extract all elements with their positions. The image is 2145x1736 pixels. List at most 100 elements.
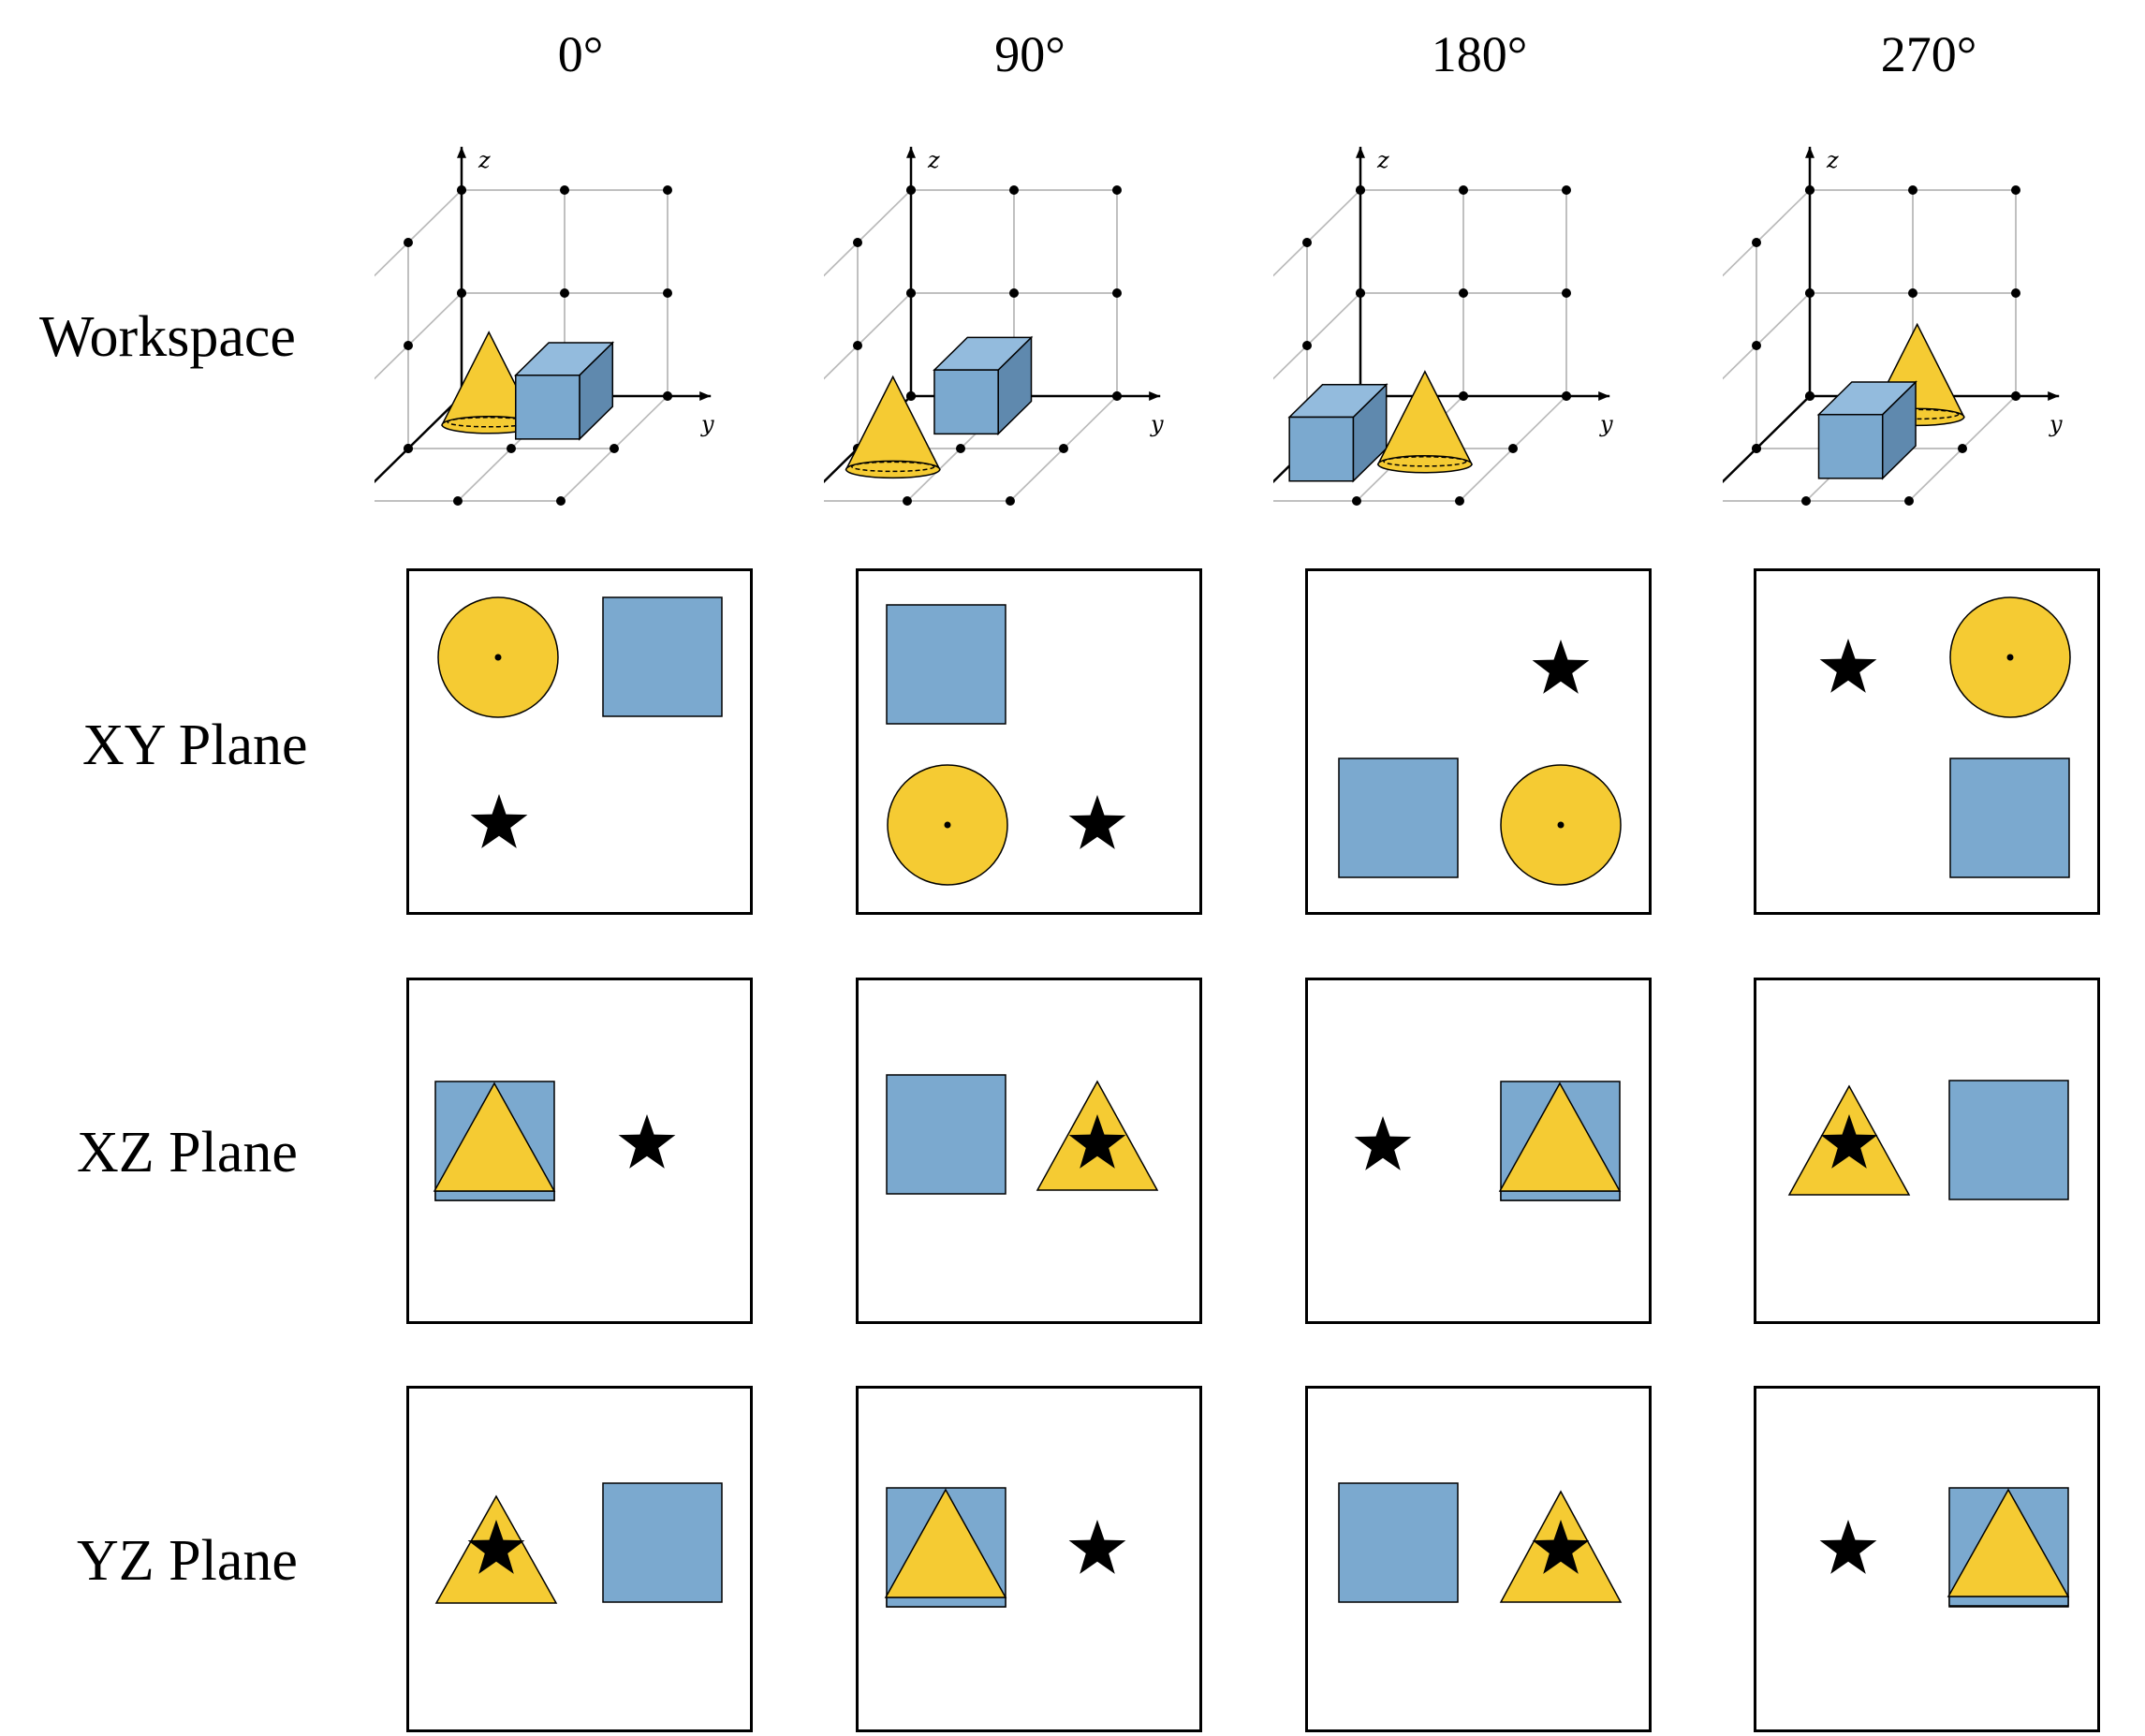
grid-dot [1459,391,1468,401]
star-shape [1819,639,1877,693]
grid-dot [1459,185,1468,195]
y-axis-arrowhead [1598,391,1610,401]
grid-dot [663,185,672,195]
grid-dot [1752,238,1761,247]
grid-dot [556,496,566,506]
xy-plane-panel-90 [856,568,1202,915]
grid-line [824,189,912,277]
z-axis-arrowhead [1356,146,1365,158]
star-shape [470,794,528,848]
grid-dot [906,288,916,298]
z-axis-arrowhead [457,146,466,158]
cube-square [886,604,1006,725]
xy-plane-view-270 [1819,596,2071,878]
column-header-0: 0° [557,26,604,82]
cone-triangle [884,1488,1007,1598]
cone-triangle [1947,1488,2070,1597]
workspace-diagram-90: xyz [824,146,1164,506]
grid-dot [1455,496,1464,506]
cone-apex-dot [1557,821,1565,829]
grid-line [1273,189,1361,277]
grid-dot [956,444,965,453]
grid-line [375,189,463,277]
cone-body [845,375,941,471]
cone-triangle [433,1081,556,1192]
xy-plane-view-90 [886,604,1126,886]
grid-dot [1562,391,1571,401]
row-label-xy-plane: XY Plane [82,714,308,777]
column-header-180: 180° [1431,26,1528,82]
grid-dot [1006,496,1015,506]
grid-dot [1752,341,1761,350]
yz-plane-view-180 [1338,1482,1623,1603]
xz-plane-panel-90 [856,978,1202,1324]
column-header-90: 90° [994,26,1065,82]
grid-dot [560,185,569,195]
grid-line [824,189,912,277]
star-shape [1068,795,1126,849]
cube-front-face [515,374,580,440]
star-shape [1532,640,1590,694]
grid-line [375,189,463,277]
grid-line [1723,189,1811,277]
grid-dot [404,238,413,247]
yz-plane-panel-0 [406,1386,753,1732]
grid-dot [457,288,466,298]
grid-line [375,189,463,277]
grid-dot [2011,185,2020,195]
grid-dot [853,238,862,247]
row-label-yz-plane: YZ Plane [77,1529,298,1593]
cone-triangle [1498,1081,1622,1192]
grid-dot [1562,185,1571,195]
star-shape [1819,1520,1877,1574]
grid-line [1723,189,1811,277]
y-axis-label: y [700,411,714,437]
xz-plane-view-270 [1787,1080,2069,1200]
y-axis-arrowhead [1149,391,1161,401]
star-shape [1532,1520,1590,1574]
cone-base [1377,455,1473,474]
z-axis-label: z [927,147,940,173]
xz-plane-panel-0 [406,978,753,1324]
grid-dot [903,496,912,506]
row-label-workspace: Workspace [39,305,296,369]
grid-line [1273,189,1361,277]
grid-dot [404,444,413,453]
y-axis-arrowhead [2048,391,2060,401]
yz-plane-view-90 [884,1487,1126,1608]
xz-plane-view-180 [1354,1081,1622,1201]
yz-plane-panel-90 [856,1386,1202,1732]
z-axis-arrowhead [1805,146,1814,158]
grid-dot [1352,496,1361,506]
grid-line [1723,189,1811,277]
yz-plane-panel-270 [1754,1386,2100,1732]
grid-dot [1752,444,1761,453]
row-label-xz-plane: XZ Plane [77,1121,298,1184]
cube-square [886,1074,1006,1195]
grid-dot [1059,444,1068,453]
grid-dot [507,444,516,453]
xz-plane-view-0 [433,1081,676,1201]
star-shape [467,1520,525,1574]
grid-dot [2011,391,2020,401]
grid-line [1273,292,1361,380]
z-axis-label: z [1376,147,1389,173]
cone-base [845,460,941,479]
grid-dot [1805,391,1814,401]
grid-dot [906,185,916,195]
z-axis-label: z [477,147,491,173]
cone-apex-dot [2006,654,2014,661]
grid-dot [560,288,569,298]
cube-square-base [1948,1596,2069,1607]
grid-line [824,292,912,380]
cube-square [1338,758,1459,878]
grid-line [375,292,463,380]
cone-apex-dot [944,821,951,829]
cube-square [1338,1482,1459,1603]
grid-dot [906,391,916,401]
grid-line [1273,292,1361,380]
xy-plane-view-180 [1338,640,1622,886]
grid-line [1273,189,1361,277]
x-axis [1723,395,1811,484]
grid-dot [1805,288,1814,298]
